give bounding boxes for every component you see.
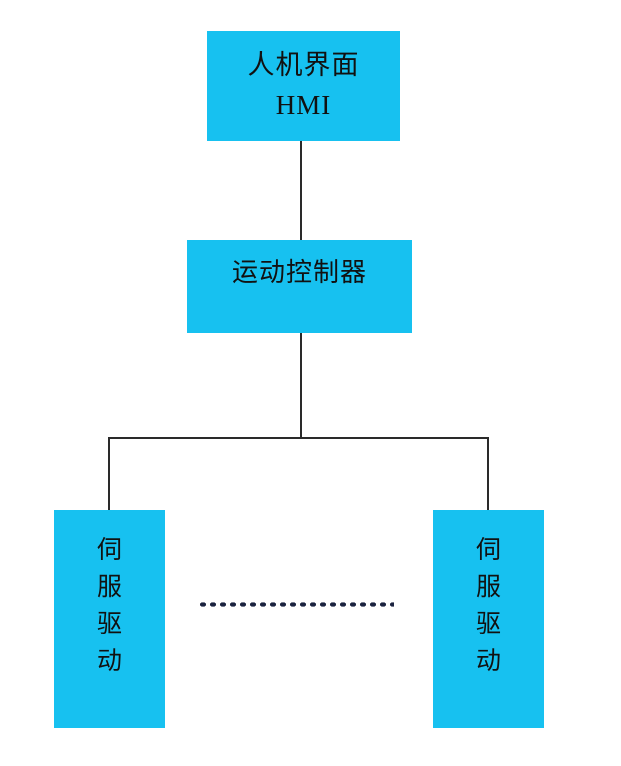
node-motion-controller: 运动控制器 — [187, 240, 412, 333]
node-servo-drive-left-char-1: 伺 — [96, 537, 122, 564]
node-servo-drive-right-char-3: 驱 — [475, 611, 501, 638]
connector-hmi-to-controller — [300, 141, 302, 240]
node-servo-drive-left-char-4: 动 — [96, 648, 122, 675]
node-servo-drive-left-char-2: 服 — [96, 574, 122, 601]
node-servo-drive-left-char-3: 驱 — [96, 611, 122, 638]
node-motion-controller-label: 运动控制器 — [231, 258, 367, 287]
dotted-ellipsis-separator — [198, 601, 394, 608]
connector-controller-to-branch — [300, 333, 302, 438]
node-servo-drive-right-char-2: 服 — [475, 574, 501, 601]
node-servo-drive-right-char-1: 伺 — [475, 537, 501, 564]
node-servo-drive-left: 伺 服 驱 动 — [54, 510, 165, 728]
node-hmi-label-en: HMI — [275, 90, 332, 120]
connector-branch-to-servo-right — [487, 437, 489, 510]
connector-branch-to-servo-left — [108, 437, 110, 510]
node-hmi-label-cn: 人机界面 — [247, 50, 360, 81]
connector-branch-bar — [108, 437, 489, 439]
node-servo-drive-right-char-4: 动 — [475, 648, 501, 675]
node-hmi: 人机界面 HMI — [207, 31, 400, 141]
node-servo-drive-right: 伺 服 驱 动 — [433, 510, 544, 728]
